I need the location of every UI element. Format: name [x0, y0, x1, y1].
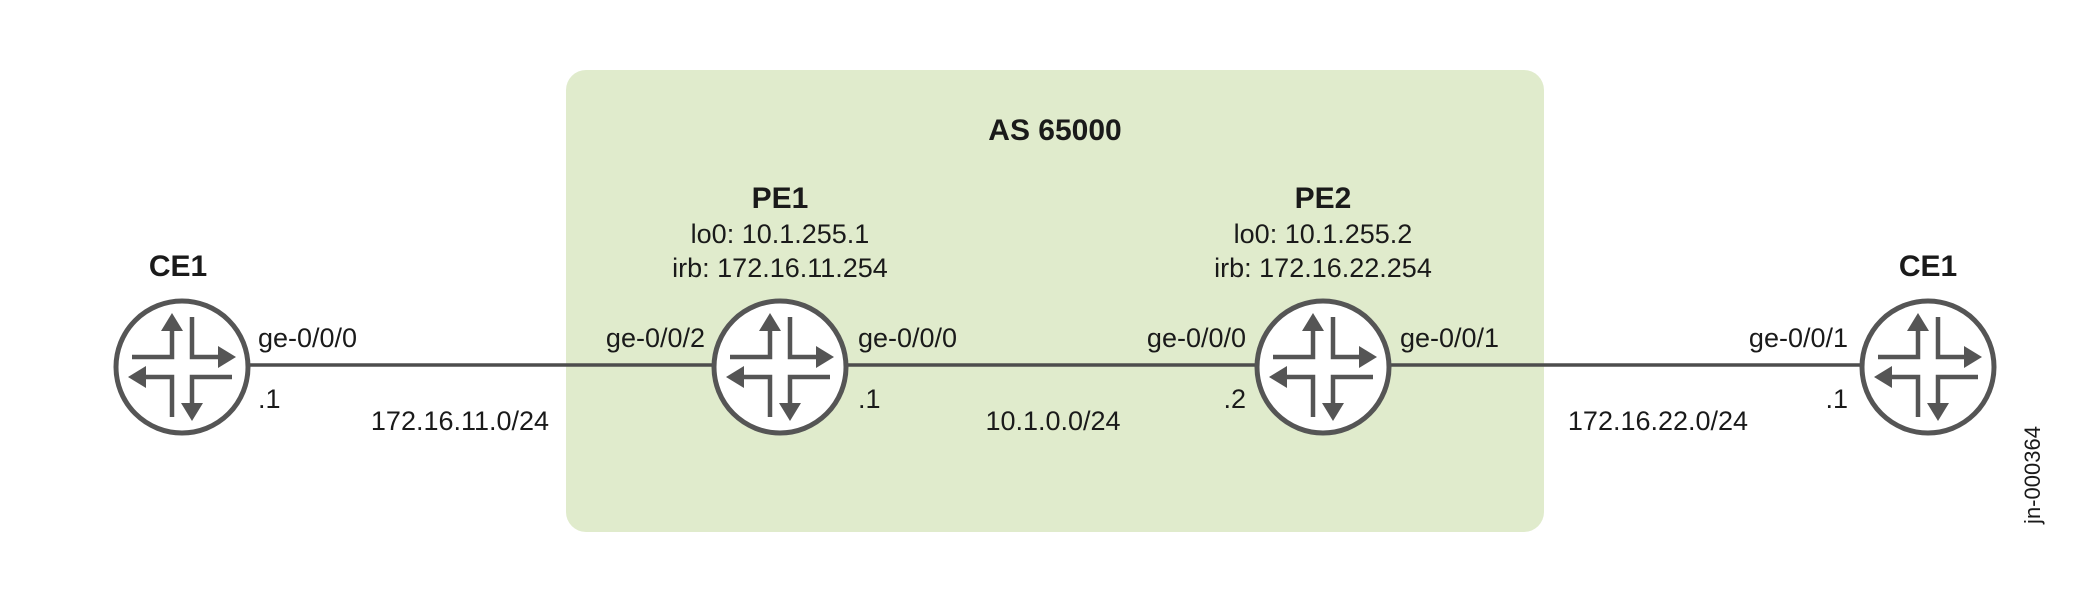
ce1-left-interface: ge-0/0/0 — [258, 323, 357, 353]
left-subnet: 172.16.11.0/24 — [371, 406, 549, 436]
ce1-right-interface: ge-0/0/1 — [1749, 323, 1848, 353]
pe1-left-interface: ge-0/0/2 — [606, 323, 705, 353]
router-icon — [116, 301, 248, 433]
right-subnet: 172.16.22.0/24 — [1568, 406, 1748, 436]
pe1-right-host: .1 — [858, 384, 881, 414]
ce1-right-name: CE1 — [1899, 250, 1957, 283]
pe2-right-interface: ge-0/0/1 — [1400, 323, 1499, 353]
pe2-irb: irb: 172.16.22.254 — [1214, 253, 1432, 283]
as-label: AS 65000 — [988, 114, 1121, 147]
pe1-right-interface: ge-0/0/0 — [858, 323, 957, 353]
router-icon — [714, 301, 846, 433]
pe2-lo0: lo0: 10.1.255.2 — [1234, 219, 1413, 249]
pe1-lo0: lo0: 10.1.255.1 — [691, 219, 870, 249]
middle-subnet: 10.1.0.0/24 — [985, 406, 1120, 436]
pe2-name: PE2 — [1295, 182, 1352, 215]
pe2-left-host: .2 — [1223, 384, 1246, 414]
ce1-left-name: CE1 — [149, 250, 207, 283]
figure-id: jn-000364 — [2020, 426, 2045, 525]
router-icon — [1862, 301, 1994, 433]
pe2-left-interface: ge-0/0/0 — [1147, 323, 1246, 353]
pe1-irb: irb: 172.16.11.254 — [672, 253, 888, 283]
ce1-right-host: .1 — [1825, 384, 1848, 414]
ce1-left-host: .1 — [258, 384, 281, 414]
router-icon — [1257, 301, 1389, 433]
pe1-name: PE1 — [752, 182, 809, 215]
